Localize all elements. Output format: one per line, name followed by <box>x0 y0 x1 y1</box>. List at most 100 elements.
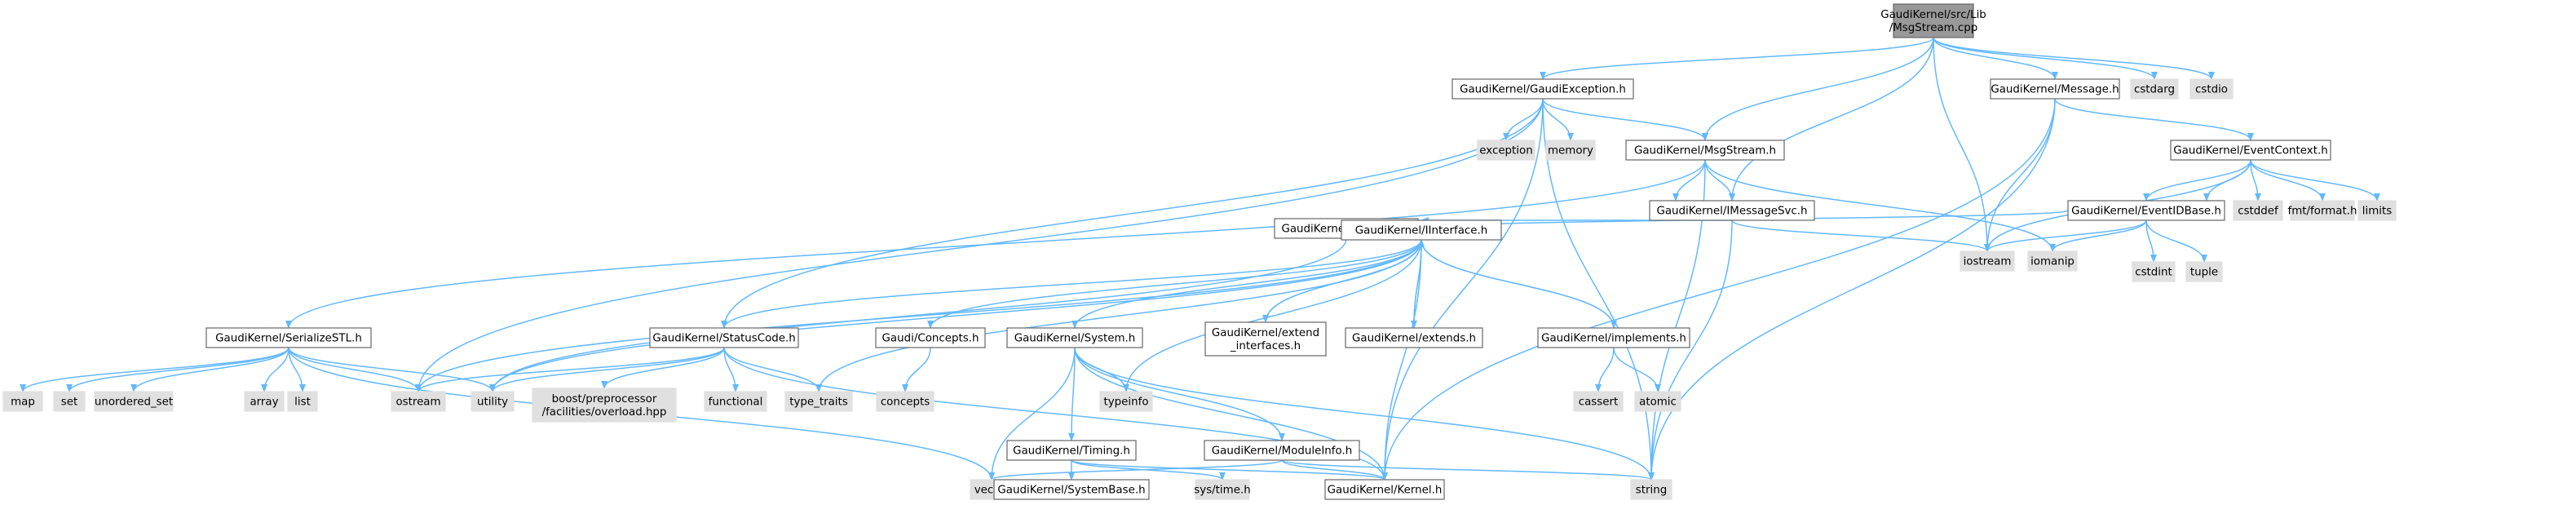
node-box <box>2027 250 2078 272</box>
node-label: GaudiKernel/ModuleInfo.h <box>1212 445 1352 458</box>
node-label: /MsgStream.cpp <box>1889 22 1978 34</box>
node-gaudiexception[interactable]: GaudiKernel/GaudiException.h <box>1451 78 1634 100</box>
node-box <box>1477 140 1535 161</box>
node-label: functional <box>709 396 763 409</box>
node-iostream: iostream <box>1960 250 2015 272</box>
node-serializestl[interactable]: GaudiKernel/SerializeSTL.h <box>205 327 372 348</box>
node-label: GaudiKernel/GaudiException.h <box>1460 84 1626 96</box>
edge-eventcontext-to-eventidbase <box>2143 159 2251 202</box>
node-box <box>2132 261 2176 282</box>
node-label: GaudiKernel/Kernel.h <box>1328 485 1443 497</box>
edge-moduleinfo-to-kernel <box>1281 459 1388 481</box>
node-msgstream[interactable]: GaudiKernel/MsgStream.h <box>1625 140 1785 161</box>
node-box <box>2233 200 2283 221</box>
node-label: iostream <box>1964 256 2012 268</box>
node-box <box>471 391 515 412</box>
node-box <box>1537 327 1690 348</box>
edge-eventidbase-to-iomanip <box>2049 219 2147 252</box>
node-box <box>1204 440 1360 461</box>
node-box <box>391 391 446 412</box>
node-imessagesvc[interactable]: GaudiKernel/IMessageSvc.h <box>1649 200 1815 221</box>
edge-iinterface-to-ostream <box>415 239 1422 392</box>
node-box <box>1630 479 1672 500</box>
node-label: sys/time.h <box>1194 485 1250 497</box>
node-box <box>2170 140 2331 161</box>
node-systime: sys/time.h <box>1194 479 1251 500</box>
node-message[interactable]: GaudiKernel/Message.h <box>1990 78 2120 100</box>
edge-gaudiexception-to-memory <box>1542 98 1574 141</box>
node-tuple: tuple <box>2185 261 2223 282</box>
node-implements[interactable]: GaudiKernel/implements.h <box>1537 327 1690 348</box>
node-box <box>649 327 799 348</box>
node-label: GaudiKernel/System.h <box>1014 333 1136 345</box>
edge-main-to-gaudiexception <box>1540 37 1934 80</box>
node-label: limits <box>2362 206 2392 218</box>
node-box <box>875 327 986 348</box>
node-eventcontext[interactable]: GaudiKernel/EventContext.h <box>2170 140 2331 161</box>
edge-main-to-cstdio <box>1933 37 2215 80</box>
node-box <box>1345 327 1483 348</box>
node-extend_interfaces[interactable]: GaudiKernel/extend_interfaces.h <box>1204 321 1327 357</box>
node-system[interactable]: GaudiKernel/System.h <box>1006 327 1143 348</box>
edge-serializestl-to-list <box>288 347 306 392</box>
node-timing[interactable]: GaudiKernel/Timing.h <box>1006 440 1137 461</box>
node-label: exception <box>1479 145 1532 157</box>
node-label: GaudiKernel/EventIDBase.h <box>2071 206 2221 218</box>
node-label: GaudiKernel/StatusCode.h <box>652 333 796 345</box>
node-iinterface[interactable]: GaudiKernel/IInterface.h <box>1341 219 1502 241</box>
edge-system-to-moduleinfo <box>1074 347 1285 441</box>
edge-implements-to-iinterface <box>1418 239 1615 329</box>
edge-implements-to-cassert <box>1595 347 1615 392</box>
node-box <box>53 391 86 412</box>
node-box <box>1341 219 1502 241</box>
edge-iinterface-to-statuscode <box>721 239 1422 329</box>
node-cassert: cassert <box>1573 391 1624 412</box>
node-box <box>1006 327 1143 348</box>
edge-serializestl-to-ostream <box>288 347 422 392</box>
node-box <box>94 391 174 412</box>
edge-iinterface-to-utility <box>489 239 1422 392</box>
node-label: list <box>294 396 311 409</box>
edge-layer <box>20 37 2380 481</box>
edge-msgstream-to-imessagesvc <box>1704 159 1735 202</box>
edge-gaudiexception-to-kernel <box>1381 98 1544 481</box>
node-label: GaudiKernel/IMessageSvc.h <box>1656 206 1807 218</box>
node-label: map <box>11 396 35 409</box>
edge-msgstream-to-sstream <box>1672 159 1706 202</box>
node-label: GaudiKernel/EventContext.h <box>2173 145 2327 157</box>
node-box <box>1204 321 1327 357</box>
node-box <box>784 391 853 412</box>
node-eventidbase[interactable]: GaudiKernel/EventIDBase.h <box>2067 200 2225 221</box>
node-label: tuple <box>2190 267 2218 279</box>
node-statuscode[interactable]: GaudiKernel/StatusCode.h <box>649 327 799 348</box>
node-cstdarg: cstdarg <box>2130 78 2179 100</box>
node-limits: limits <box>2357 200 2397 221</box>
node-main[interactable]: GaudiKernel/src/Lib/MsgStream.cpp <box>1880 3 1986 38</box>
node-concepts_h[interactable]: Gaudi/Concepts.h <box>875 327 986 348</box>
node-label: cstdarg <box>2134 84 2175 96</box>
node-box <box>2290 200 2355 221</box>
node-box <box>2 391 43 412</box>
node-fmtformat: fmt/format.h <box>2288 200 2357 221</box>
node-box <box>1545 140 1596 161</box>
edge-imessagesvc-to-string <box>1648 219 1733 481</box>
edge-system-to-typeinfo <box>1074 347 1129 392</box>
edge-system-to-vector <box>988 347 1076 481</box>
node-label: utility <box>477 396 508 409</box>
node-label: cstddef <box>2238 206 2278 218</box>
edge-message-to-eventcontext <box>2054 98 2254 141</box>
node-iomanip: iomanip <box>2027 250 2078 272</box>
node-box <box>1893 3 1974 38</box>
node-array: array <box>244 391 285 412</box>
edge-eventidbase-to-tuple <box>2145 219 2207 263</box>
edge-main-to-message <box>1933 37 2058 80</box>
node-layer: GaudiKernel/src/Lib/MsgStream.cppGaudiKe… <box>2 3 2397 500</box>
node-moduleinfo[interactable]: GaudiKernel/ModuleInfo.h <box>1204 440 1360 461</box>
node-label: _interfaces.h <box>1230 340 1301 352</box>
node-kernel[interactable]: GaudiKernel/Kernel.h <box>1324 479 1445 500</box>
edge-msgstream-to-serializestl <box>285 159 1706 329</box>
edge-message-to-kernel <box>1381 98 2056 481</box>
node-systembase[interactable]: GaudiKernel/SystemBase.h <box>993 479 1150 500</box>
node-extends[interactable]: GaudiKernel/extends.h <box>1345 327 1483 348</box>
node-label: GaudiKernel/extends.h <box>1352 333 1476 345</box>
